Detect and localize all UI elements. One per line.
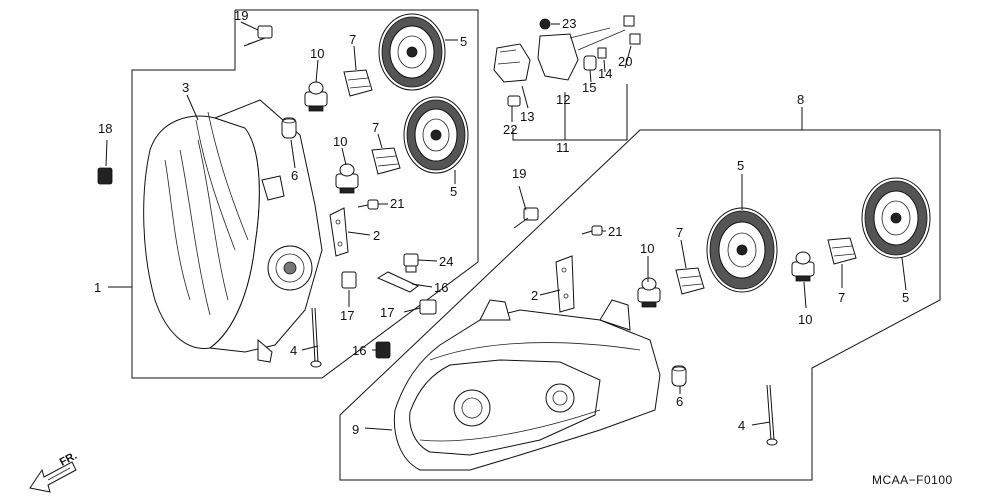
callout-23: 23 xyxy=(562,16,576,31)
callout-10-lower-left: 10 xyxy=(640,241,654,256)
callout-7-lower-right: 7 xyxy=(838,290,845,305)
callout-19-upper: 19 xyxy=(234,8,248,23)
bracket-upper xyxy=(329,207,349,257)
bracket-lower xyxy=(555,255,575,313)
nut-18-upper xyxy=(97,167,113,185)
bulb-middle xyxy=(335,163,359,194)
dust-cover-lower-left xyxy=(706,207,778,293)
dust-cover-lower-right xyxy=(861,177,931,259)
callout-17-right: 17 xyxy=(380,305,394,320)
callout-1: 1 xyxy=(94,280,101,295)
callout-2-upper: 2 xyxy=(373,228,380,243)
clip-17-left xyxy=(341,271,357,289)
callout-5-middle: 5 xyxy=(450,184,457,199)
bulb-lower-left xyxy=(637,277,661,308)
assembly-1-frame xyxy=(131,9,479,379)
callout-7-upper: 7 xyxy=(349,32,356,47)
socket-middle xyxy=(371,147,401,175)
callout-17-left: 17 xyxy=(340,308,354,323)
callout-2-lower: 2 xyxy=(531,288,538,303)
callout-14: 14 xyxy=(598,66,612,81)
callout-6-upper: 6 xyxy=(291,168,298,183)
nut-24 xyxy=(403,253,419,273)
assembly-8-frame xyxy=(339,129,941,481)
clip-17-right xyxy=(419,299,437,315)
callout-10-middle: 10 xyxy=(333,134,347,149)
callout-24: 24 xyxy=(439,254,453,269)
callout-19-lower: 19 xyxy=(512,166,526,181)
socket-lower-right xyxy=(827,237,857,265)
socket-upper xyxy=(343,69,373,97)
callout-18-upper: 18 xyxy=(98,121,112,136)
screw-19-lower xyxy=(513,207,539,229)
screw-21-upper xyxy=(357,199,379,210)
bulb-lower-right xyxy=(791,251,815,282)
nut-18-lower xyxy=(375,341,391,359)
callout-20: 20 xyxy=(618,54,632,69)
leader-lines xyxy=(105,21,907,431)
callout-13: 13 xyxy=(520,109,534,124)
callout-4-upper: 4 xyxy=(290,343,297,358)
headlight-unit-1 xyxy=(143,99,323,363)
grommet-lower xyxy=(671,365,687,387)
callout-7-middle: 7 xyxy=(372,120,379,135)
front-direction-arrow: FR. xyxy=(29,450,79,493)
callout-11: 11 xyxy=(556,140,570,155)
callout-21-upper: 21 xyxy=(390,196,404,211)
callout-8: 8 xyxy=(797,92,804,107)
callout-22: 22 xyxy=(503,122,517,137)
callout-7-lower-left: 7 xyxy=(676,225,683,240)
callout-10-upper: 10 xyxy=(310,46,324,61)
diagram-code: MCAA−F0100 xyxy=(872,473,953,487)
screw-21-lower xyxy=(581,225,603,236)
callout-4-lower: 4 xyxy=(738,418,745,433)
grommet-upper xyxy=(281,117,297,139)
dust-cover-middle xyxy=(403,96,469,174)
screw-19-upper xyxy=(243,25,273,47)
bulb-upper xyxy=(304,81,328,112)
socket-lower-left xyxy=(675,267,705,295)
callout-6-lower: 6 xyxy=(676,394,683,409)
position-light-assembly xyxy=(493,15,641,107)
callout-3: 3 xyxy=(182,80,189,95)
bolt-4-lower xyxy=(766,384,778,446)
plate-16 xyxy=(376,271,419,293)
callout-10-lower-right: 10 xyxy=(798,312,812,327)
callout-5-upper: 5 xyxy=(460,34,467,49)
callout-21-lower: 21 xyxy=(608,224,622,239)
callout-16-upper: 16 xyxy=(434,280,448,295)
callout-5-lower-left: 5 xyxy=(737,158,744,173)
dust-cover-upper xyxy=(378,13,446,91)
fr-label: FR. xyxy=(58,450,79,469)
callout-labels: 1 2 2 3 4 4 5 5 5 5 6 6 7 7 7 7 8 9 10 1… xyxy=(94,8,909,437)
callout-5-lower-right: 5 xyxy=(902,290,909,305)
callout-15: 15 xyxy=(582,80,596,95)
callout-12: 12 xyxy=(556,92,570,107)
callout-9: 9 xyxy=(352,422,359,437)
headlight-unit-9 xyxy=(393,299,661,471)
callout-16-lower: 16 xyxy=(352,343,366,358)
bolt-4-upper xyxy=(310,307,322,368)
